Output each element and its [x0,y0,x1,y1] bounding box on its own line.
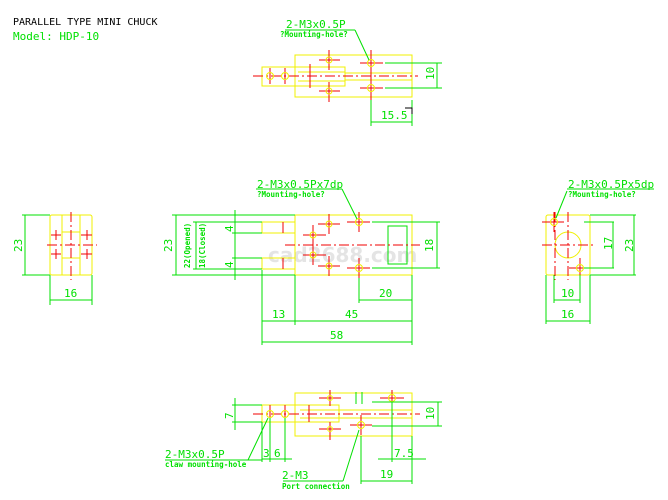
top-hole-label: 2-M3x0.5P [286,18,346,31]
front-dim-right: 18 [423,239,436,252]
front-hole-note: ?Mounting-hole? [257,190,325,199]
top-hole-note: ?Mounting-hole? [280,30,348,39]
front-dim-20: 20 [379,287,392,300]
right-dim-17: 17 [602,237,615,250]
model-label: Model: HDP-10 [13,30,99,43]
front-dim-45: 45 [345,308,358,321]
claw-hole-label: 2-M3x0.5P [165,448,225,461]
watermark: cad2688.com [268,243,417,267]
front-dim-height: 23 [162,239,175,252]
left-view: 23 16 [12,212,97,305]
front-dim-closed: 18(Closed) [198,223,207,268]
right-dim-23: 23 [623,239,636,252]
bottom-dim-7-5: 7.5 [394,447,414,460]
bottom-view: 7 10 2-M3x0.5P claw mounting-hole 3 6 7.… [165,390,442,491]
bottom-dim-6: 6 [274,447,281,460]
front-dim-jaw-bottom: 4 [223,261,236,268]
left-dim-height: 23 [12,239,25,252]
front-dim-opened: 22(Opened) [183,223,192,268]
bottom-dim-7: 7 [223,412,236,419]
right-dim-10: 10 [561,287,574,300]
claw-hole-note: claw mounting-hole [165,460,247,469]
front-dim-58: 58 [330,329,343,342]
bottom-dim-3: 3 [263,447,270,460]
right-view: 2-M3x0.5Px5dp ?Mounting-hole? 17 23 10 1… [542,178,654,324]
front-view: 2-M3x0.5Px7dp ?Mounting-hole? 23 22(Open… [162,178,440,345]
right-dim-16: 16 [561,308,574,321]
top-dim-height: 10 [424,67,437,80]
bottom-dim-10: 10 [424,407,437,420]
drawing-title: PARALLEL TYPE MINI CHUCK [13,17,158,28]
front-dim-jaw-top: 4 [223,225,236,232]
top-view: 2-M3x0.5P ?Mounting-hole? 10 15.5 [253,18,442,126]
right-hole-note: ?Mounting-hole? [568,190,636,199]
front-hole-label: 2-M3x0.5Px7dp [257,178,343,191]
port-note: Port connection [282,482,350,491]
right-hole-label: 2-M3x0.5Px5dp [568,178,654,191]
port-label: 2-M3 [282,469,309,482]
front-dim-13: 13 [272,308,285,321]
bottom-dim-19: 19 [380,468,393,481]
left-dim-width: 16 [64,287,77,300]
top-dim-offset: 15.5 [381,109,408,122]
